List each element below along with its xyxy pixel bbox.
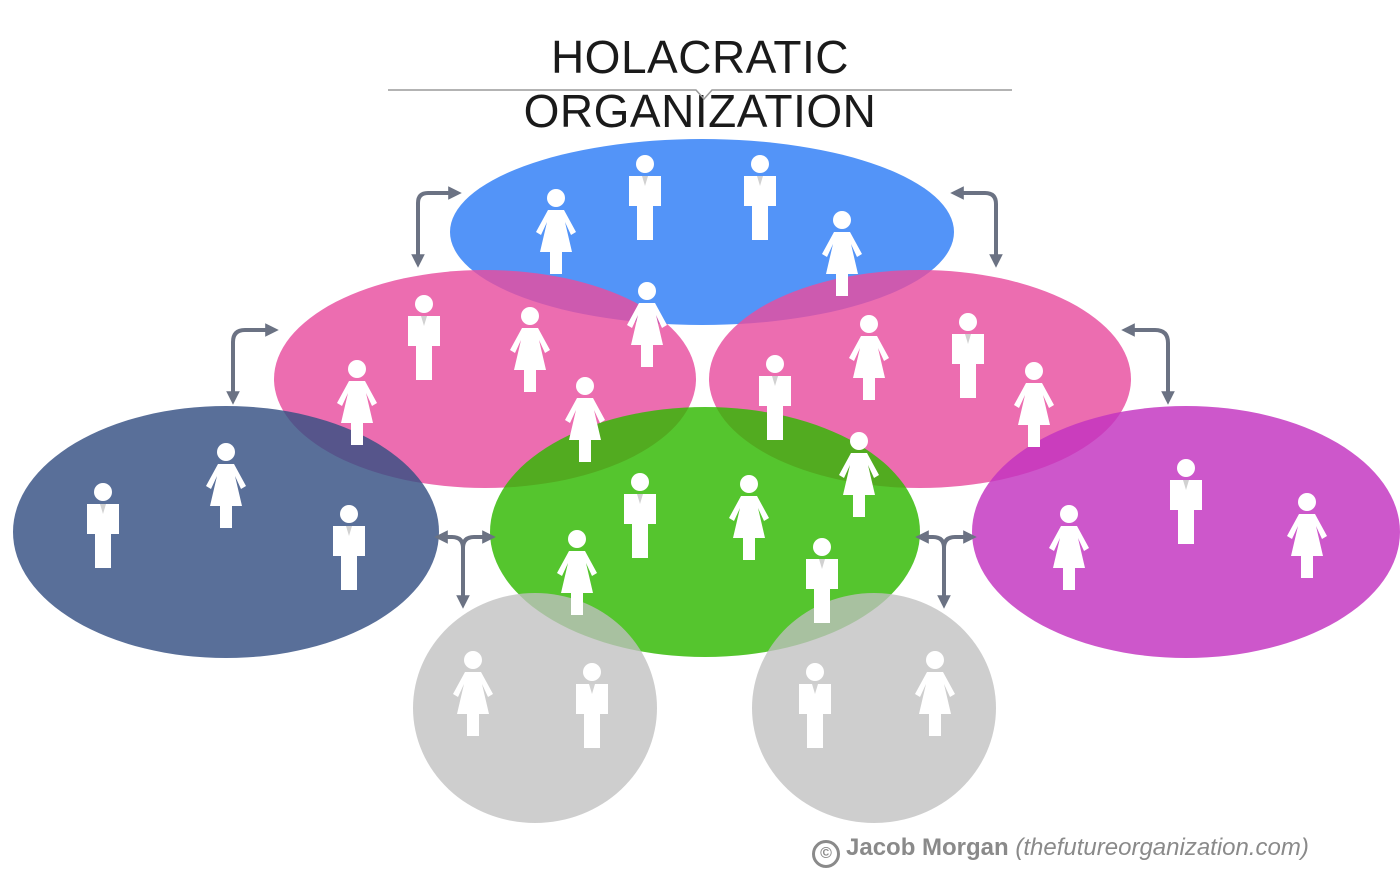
male-person-icon — [576, 663, 608, 748]
female-person-icon — [206, 443, 246, 528]
connector-arrow-center-left-b — [461, 530, 496, 549]
male-person-icon — [1170, 459, 1202, 544]
copyright-icon: © — [812, 840, 840, 868]
circle-top-blue — [450, 139, 954, 325]
male-person-icon — [759, 355, 791, 440]
female-person-icon — [849, 315, 889, 400]
female-person-icon — [729, 475, 769, 560]
male-person-icon — [629, 155, 661, 240]
female-person-icon — [822, 211, 862, 296]
credit-site: (thefutureorganization.com) — [1015, 834, 1309, 861]
connector-arrow-top-right — [950, 186, 1003, 268]
title-underline — [388, 89, 1012, 101]
male-person-icon — [952, 313, 984, 398]
female-person-icon — [453, 651, 493, 736]
connector-arrow-mid-right — [1121, 323, 1175, 405]
female-person-icon — [1049, 505, 1089, 590]
female-person-icon — [627, 282, 667, 367]
connector-arrow-mid-left — [226, 323, 279, 405]
female-person-icon — [839, 432, 879, 517]
male-person-icon — [333, 505, 365, 590]
male-person-icon — [87, 483, 119, 568]
circle-bottom-right-gray — [752, 593, 996, 823]
female-person-icon — [337, 360, 377, 445]
male-person-icon — [624, 473, 656, 558]
female-person-icon — [510, 307, 550, 392]
connector-arrow-center-right-a — [915, 530, 951, 609]
connector-arrow-center-left-a — [434, 530, 470, 609]
credit-author: Jacob Morgan — [846, 834, 1009, 861]
male-person-icon — [806, 538, 838, 623]
female-person-icon — [565, 377, 605, 462]
circle-left-navy — [13, 406, 439, 658]
female-person-icon — [536, 189, 576, 274]
female-person-icon — [1287, 493, 1327, 578]
male-person-icon — [408, 295, 440, 380]
connector-arrow-center-right-b — [942, 530, 977, 549]
circle-center-green — [490, 407, 920, 657]
male-person-icon — [799, 663, 831, 748]
circle-bottom-left-gray — [413, 593, 657, 823]
female-person-icon — [915, 651, 955, 736]
copyright-credit: ©Jacob Morgan (thefutureorganization.com… — [812, 834, 1309, 868]
female-person-icon — [557, 530, 597, 615]
connector-arrow-top-left — [411, 186, 462, 268]
male-person-icon — [744, 155, 776, 240]
female-person-icon — [1014, 362, 1054, 447]
